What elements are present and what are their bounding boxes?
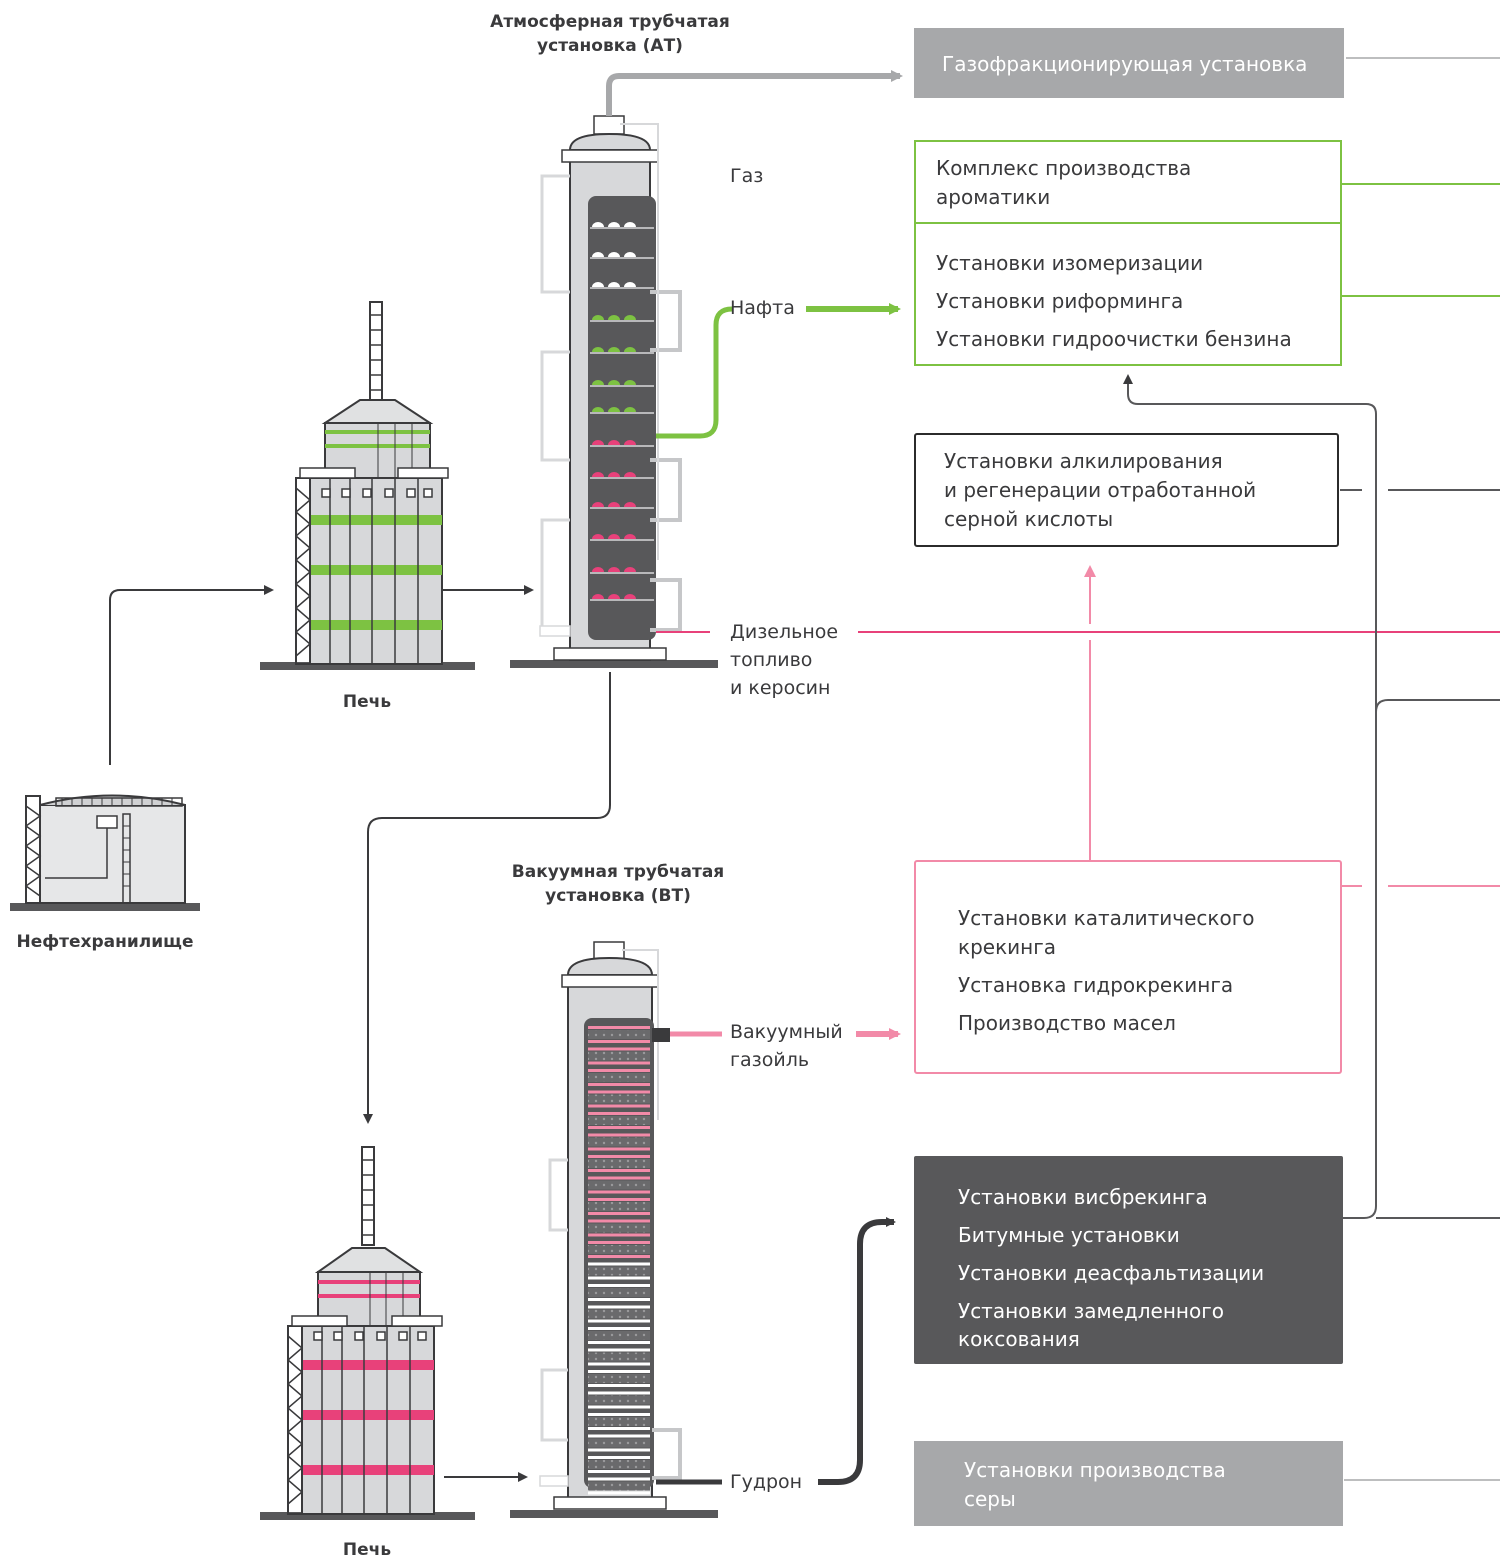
- vt-column-caption: Вакуумная трубчатая установка (ВТ): [511, 862, 725, 906]
- at-tray: [590, 222, 654, 229]
- alkylation-box: Установки алкилирования и регенерации от…: [914, 433, 1339, 547]
- stream-gas-label: Газ: [730, 165, 764, 187]
- vt-packing: [588, 1047, 650, 1065]
- at-tray: [590, 407, 654, 414]
- bitumen-item: Битумные установки: [958, 1223, 1180, 1247]
- at-tray: [590, 534, 654, 541]
- stream-vgo-label: Вакуумный газойль: [730, 1021, 843, 1071]
- oils-item: Производство масел: [958, 1011, 1176, 1035]
- gas-fractionation-box: Газофракционирующая установка: [914, 28, 1344, 98]
- vt-packing: [588, 1348, 650, 1366]
- vt-packing: [588, 1370, 650, 1387]
- flow-gas: [606, 70, 903, 116]
- stream-diesel-label: Дизельное топливо и керосин: [730, 621, 839, 699]
- at-tray: [590, 380, 654, 387]
- stream-naphtha-label: Нафта: [730, 297, 795, 319]
- at-tray: [590, 567, 654, 574]
- flow-tar: [818, 1217, 896, 1485]
- at-column-caption: Атмосферная трубчатая установка (АТ): [490, 12, 730, 56]
- flow-tank-to-furnace: [109, 585, 274, 765]
- at-tray: [590, 502, 654, 509]
- vt-packing: [588, 1112, 650, 1129]
- vt-packing: [588, 1069, 650, 1086]
- vt-packing: [588, 1026, 650, 1043]
- hydrotreating-item: Установки гидроочистки бензина: [936, 327, 1292, 351]
- vt-packing: [588, 1241, 650, 1258]
- hydrocracking-item: Установка гидрокрекинга: [958, 973, 1234, 997]
- at-tray: [590, 440, 654, 447]
- tank-caption: Нефтехранилище: [16, 932, 194, 952]
- at-tray: [590, 347, 654, 354]
- at-tray: [590, 472, 654, 479]
- vt-packing: [588, 1262, 650, 1280]
- deasphalting-item: Установки деасфальтизации: [958, 1261, 1265, 1285]
- furnace-top-icon: [260, 301, 475, 670]
- cracking-box: Установки каталитического крекинга Устан…: [914, 860, 1342, 1074]
- vt-packing: [588, 1434, 650, 1452]
- furnace-bottom-caption: Печь: [342, 1540, 392, 1560]
- vt-packing: [588, 1090, 650, 1108]
- furnace-bottom-icon: [260, 1146, 475, 1520]
- flow-naphtha-pipe: [656, 306, 733, 439]
- vacuum-column-icon: [510, 941, 718, 1518]
- vt-packing: [588, 1327, 650, 1344]
- vt-packing: [588, 1413, 650, 1430]
- atmospheric-column-icon: [510, 115, 718, 668]
- cat-cracking-item: Установки каталитического: [958, 906, 1255, 930]
- out-dark-branch: [1375, 699, 1500, 744]
- flow-dark-return: [1123, 374, 1377, 1219]
- reforming-item: Установки риформинга: [936, 289, 1184, 313]
- vt-packing: [588, 1133, 650, 1151]
- gasoline-units-list: Установки изомеризации Установки риформи…: [936, 244, 1292, 358]
- vt-packing: [588, 1219, 650, 1237]
- green-divider: [916, 222, 1340, 224]
- oil-tank-icon: [10, 794, 200, 911]
- at-tray: [590, 315, 654, 322]
- sulfur-box: Установки производства серы: [914, 1441, 1343, 1526]
- isomerization-item: Установки изомеризации: [936, 251, 1204, 275]
- vt-packing: [588, 1477, 650, 1495]
- aromatics-item: Комплекс производства ароматики: [936, 156, 1192, 209]
- at-tray: [590, 252, 654, 259]
- vt-packing: [588, 1391, 650, 1409]
- residue-units-box: Установки висбрекинга Битумные установки…: [914, 1156, 1343, 1364]
- coking-item: Установки замедленного: [958, 1299, 1224, 1323]
- at-tray: [590, 282, 654, 289]
- gasoline-units-box: Комплекс производства ароматики Установк…: [914, 140, 1342, 366]
- vt-packing: [588, 1155, 650, 1172]
- flow-at-bottoms-to-furnace: [363, 672, 611, 1124]
- vt-packing: [588, 1176, 650, 1194]
- furnace-top-caption: Печь: [342, 692, 392, 712]
- vt-packing: [588, 1305, 650, 1323]
- at-tray: [590, 594, 654, 601]
- vt-packing: [588, 1456, 650, 1473]
- vt-packing: [588, 1198, 650, 1215]
- vt-packing: [588, 1284, 650, 1301]
- stream-tar-label: Гудрон: [730, 1471, 803, 1493]
- visbreaking-item: Установки висбрекинга: [958, 1185, 1208, 1209]
